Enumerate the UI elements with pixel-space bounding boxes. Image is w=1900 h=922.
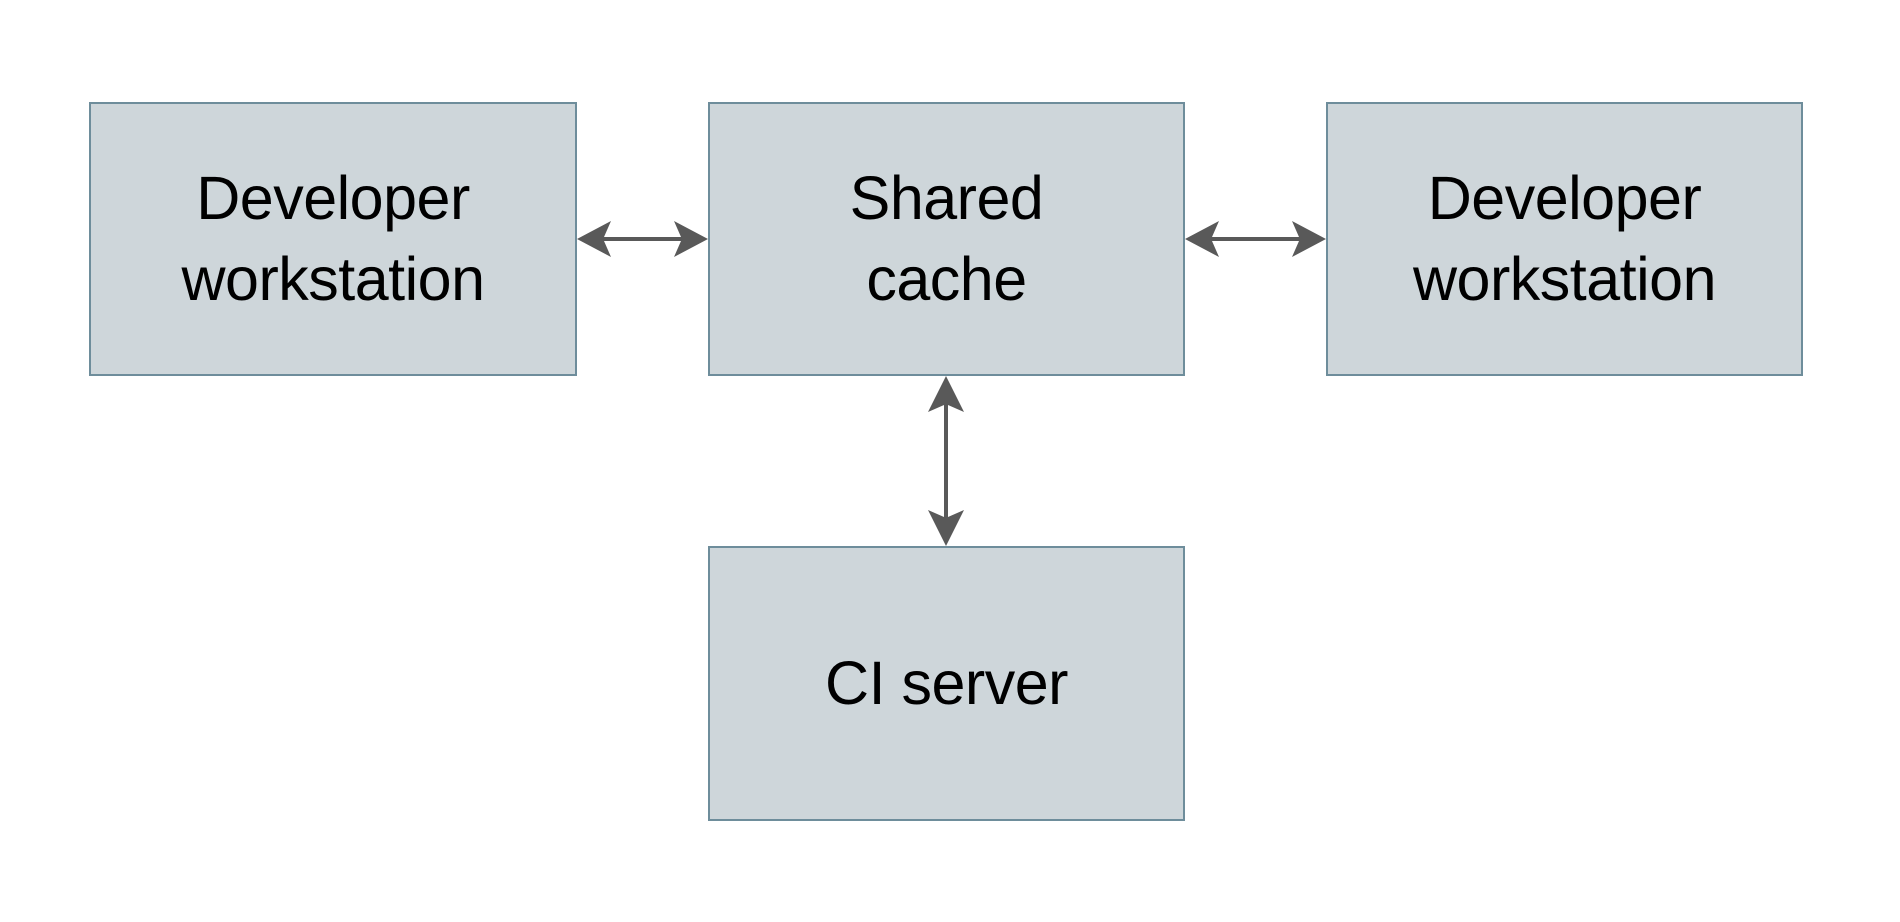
double-arrow-vertical-icon xyxy=(928,376,964,546)
node-ci-server[interactable]: CI server xyxy=(708,546,1185,821)
node-developer-workstation-left[interactable]: Developer workstation xyxy=(89,102,577,376)
node-label: Developer workstation xyxy=(1412,164,1717,313)
node-label: Shared cache xyxy=(849,164,1044,313)
node-label: CI server xyxy=(825,649,1068,718)
double-arrow-horizontal-icon xyxy=(1185,221,1326,257)
node-label: Developer workstation xyxy=(181,164,485,313)
double-arrow-horizontal-icon xyxy=(577,221,708,257)
node-developer-workstation-right[interactable]: Developer workstation xyxy=(1326,102,1803,376)
connector-left-workstation-to-shared-cache xyxy=(577,215,708,263)
connector-shared-cache-to-ci-server xyxy=(922,376,970,546)
node-shared-cache[interactable]: Shared cache xyxy=(708,102,1185,376)
connector-shared-cache-to-right-workstation xyxy=(1185,215,1326,263)
